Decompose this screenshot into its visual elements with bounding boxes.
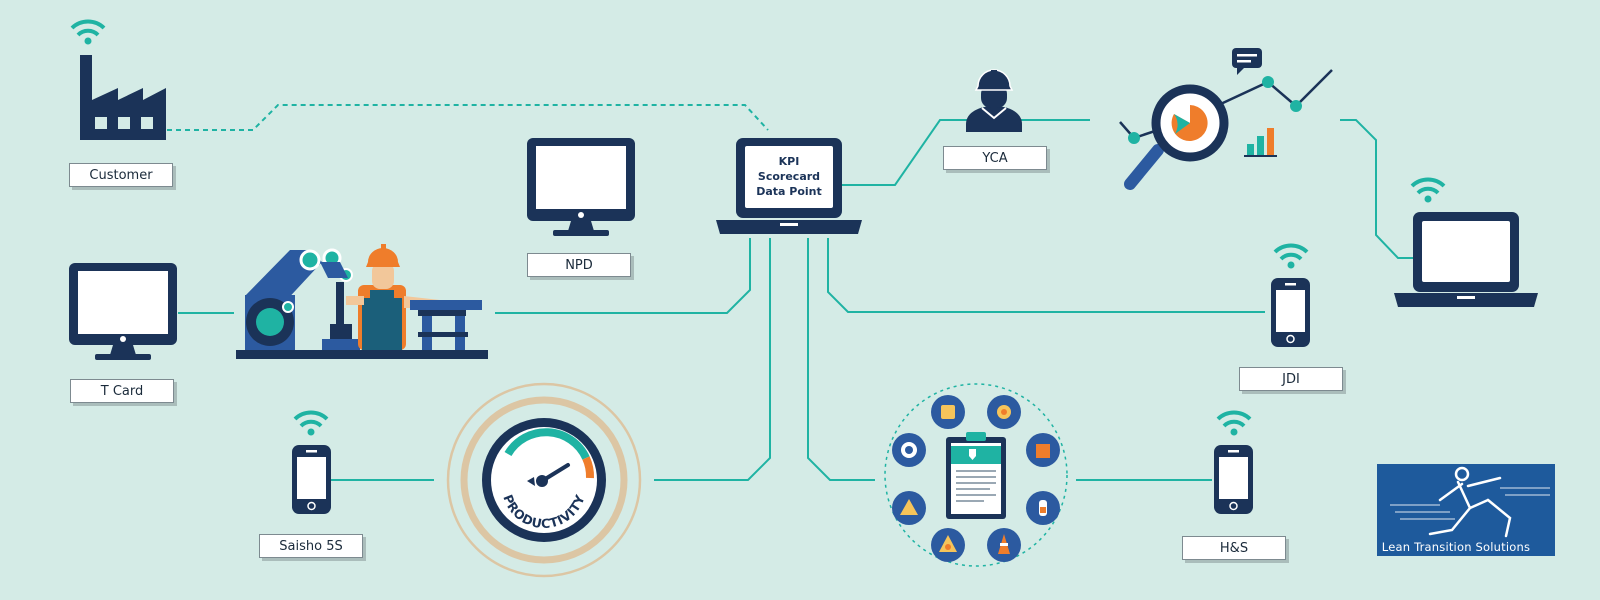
- kpi-line-3: Data Point: [756, 185, 822, 198]
- safety-badge: [892, 491, 926, 525]
- factory-icon: [80, 55, 166, 140]
- label-t-card: T Card: [70, 379, 174, 403]
- phone-icon: [1271, 278, 1310, 347]
- gauge-icon: PRODUCTIVITY: [446, 382, 642, 578]
- label-jdi: JDI: [1239, 367, 1343, 391]
- kpi-line-2: Scorecard: [757, 170, 821, 183]
- line-kpi-jdi: [827, 238, 1265, 313]
- magnifier-chart-icon: [1119, 48, 1333, 190]
- safety-badge: [1026, 491, 1060, 525]
- logo-text: Lean Transition Solutions: [1381, 540, 1531, 554]
- line-kpi-gauge: [654, 238, 771, 481]
- label-saisho-5s: Saisho 5S: [259, 534, 363, 558]
- workbench-icon: [410, 300, 482, 350]
- wifi-icon: [70, 19, 106, 45]
- wifi-icon: [1273, 243, 1309, 269]
- line-customer-kpi: [167, 104, 769, 131]
- lean-logo: [1377, 464, 1555, 556]
- connector-lines: [167, 104, 1420, 481]
- phone-icon: [292, 445, 331, 514]
- label-h-and-s: H&S: [1182, 536, 1286, 560]
- safety-badge: [931, 395, 965, 429]
- line-chart-laptop: [1340, 119, 1420, 259]
- safety-badge: [987, 395, 1021, 429]
- line-robot-kpi: [495, 238, 751, 314]
- wifi-icon: [293, 410, 329, 436]
- robot-arm-icon: [236, 248, 488, 359]
- monitor-icon: [69, 263, 177, 360]
- phone-icon: [1214, 445, 1253, 514]
- laptop-icon: [716, 138, 862, 234]
- safety-badge: [892, 433, 926, 467]
- laptop-icon: [1394, 212, 1538, 307]
- safety-badge: [931, 528, 965, 562]
- kpi-scorecard-title: KPI Scorecard Data Point: [744, 154, 834, 199]
- kpi-line-1: KPI: [778, 155, 800, 168]
- clipboard-icon: [946, 432, 1006, 519]
- safety-badge: [987, 528, 1021, 562]
- monitor-icon: [527, 138, 635, 236]
- helmet-worker-icon: [966, 69, 1022, 132]
- label-npd: NPD: [527, 253, 631, 277]
- label-yca: YCA: [943, 146, 1047, 170]
- line-kpi-clipboard: [807, 238, 875, 481]
- wifi-icon: [1410, 177, 1446, 203]
- safety-badge: [1026, 433, 1060, 467]
- wifi-icon: [1216, 410, 1252, 436]
- safety-icons-ring: [884, 383, 1068, 567]
- label-customer: Customer: [69, 163, 173, 187]
